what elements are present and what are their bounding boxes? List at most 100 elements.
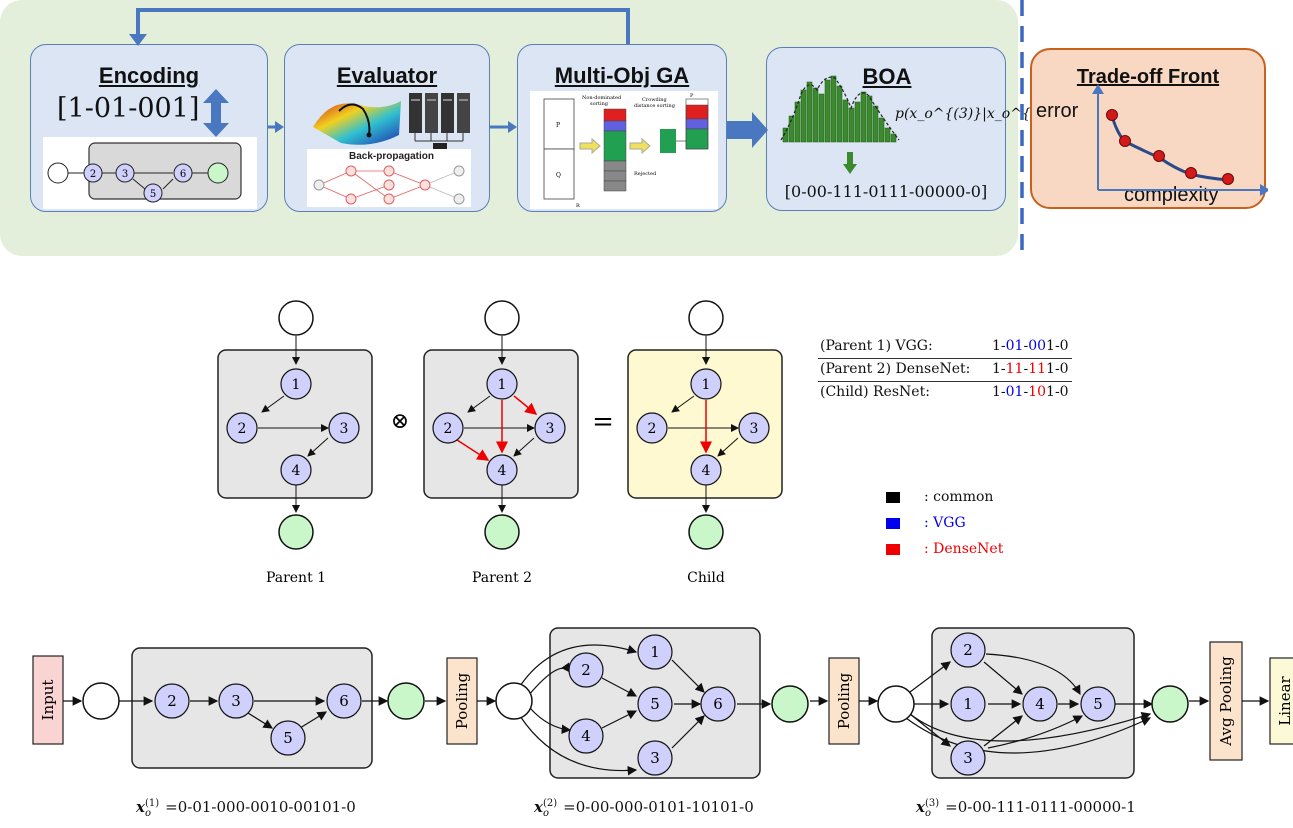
svg-text:1: 1 — [702, 377, 711, 393]
encoding-box: Encoding [1-01-001] 2 3 5 6 — [30, 44, 268, 212]
svg-text:3: 3 — [231, 692, 241, 710]
svg-text:6: 6 — [180, 169, 186, 180]
svg-text:1: 1 — [963, 695, 973, 713]
loss-surface-image — [313, 101, 401, 145]
encoding-mini-graph: 2 3 5 6 — [43, 137, 257, 209]
tradeoff-point — [1153, 150, 1165, 162]
pooling-block-1 — [446, 657, 478, 745]
svg-text:4: 4 — [292, 463, 301, 479]
svg-text:3: 3 — [963, 749, 973, 767]
tradeoff-point — [1119, 135, 1131, 147]
code-label-3: xo(3)=0-00-111-0111-00000-1 — [916, 798, 1136, 819]
legend-label: : common — [924, 489, 994, 505]
input-block — [32, 655, 64, 745]
svg-text:5: 5 — [283, 729, 293, 747]
boa-box: BOA p(x_o^{(3)}|x_o^{(2)}) [0-00-111-011… — [766, 47, 1065, 211]
backprop-label: Back-propagation — [349, 151, 435, 162]
backprop-figure: Back-propagation — [307, 149, 471, 207]
server-rack-icon — [409, 93, 470, 150]
legend-swatch — [886, 492, 900, 503]
equals-symbol: = — [592, 407, 614, 437]
ga-box: Multi-Obj GA P Q R Non-dominated sorting… — [517, 44, 727, 212]
table-label: (Parent 2) DenseNet: — [820, 361, 971, 377]
pooling-label: Pooling — [835, 672, 853, 729]
pooling-block-2 — [828, 657, 860, 745]
tradeoff-title: Trade-off Front — [1076, 66, 1220, 88]
ga-pt1-label: P — [690, 93, 694, 99]
table-row-parent1: (Parent 1) VGG: 1-01-001-0 — [818, 336, 1072, 359]
code-label-1: xo(1)=0-01-000-0010-00101-0 — [136, 798, 356, 819]
parent2-graph: 1 2 3 4 — [423, 300, 579, 550]
svg-text:5: 5 — [650, 695, 660, 713]
crossover-diagram: 1 2 3 4 1 2 3 4 1 2 3 4 ⊗ — [217, 300, 783, 586]
table-row-child: (Child) ResNet: 1-01-101-0 — [818, 382, 1072, 404]
dashed-separator — [1020, 0, 1024, 258]
avgpool-block — [1209, 641, 1243, 761]
svg-text:2: 2 — [444, 421, 453, 437]
svg-text:2: 2 — [581, 661, 591, 679]
encoding-code: [1-01-001] — [57, 93, 200, 124]
ga-crowding-label: Crowding — [642, 97, 668, 103]
svg-text:6: 6 — [713, 695, 723, 713]
input-label: Input — [39, 680, 57, 721]
legend-swatch — [886, 518, 900, 529]
boa-histogram — [780, 75, 900, 143]
svg-text:2: 2 — [648, 421, 657, 437]
ga-title: Multi-Obj GA — [554, 63, 690, 88]
table-label: (Child) ResNet: — [820, 384, 930, 400]
tradeoff-box: Trade-off Front error complexity — [1030, 48, 1268, 209]
pooling-label: Pooling — [453, 672, 471, 729]
linear-block — [1269, 657, 1293, 745]
ga-rt-label: R — [576, 203, 580, 209]
evaluator-box: Evaluator Back-propagation — [284, 44, 490, 212]
svg-text:3: 3 — [750, 421, 759, 437]
encoding-table: (Parent 1) VGG: 1-01-001-0 (Parent 2) De… — [818, 336, 1072, 404]
svg-text:2: 2 — [238, 421, 247, 437]
svg-text:3: 3 — [340, 421, 349, 437]
nsga-diagram: P Q R Non-dominated sorting Crowding dis… — [530, 91, 718, 209]
code-label-2: xo(2)=0-00-000-0101-10101-0 — [534, 798, 754, 819]
svg-text:3: 3 — [122, 169, 128, 180]
evaluator-title: Evaluator — [336, 63, 438, 88]
tradeoff-ylabel: error — [1036, 100, 1079, 122]
svg-text:1: 1 — [498, 377, 507, 393]
boa-down-arrow-icon — [843, 152, 857, 174]
ga-pt-label: P — [556, 122, 560, 129]
svg-text:1: 1 — [650, 643, 660, 661]
svg-text:4: 4 — [498, 463, 507, 479]
stage1-edges — [119, 696, 389, 729]
network-diagram: Input Pooling Pooling Avg Pooling Linear… — [32, 627, 1293, 779]
parent1-graph: 1 2 3 4 — [217, 300, 373, 550]
table-code: 1-01-001-0 — [992, 338, 1069, 354]
svg-text:distance sorting: distance sorting — [634, 103, 676, 109]
linear-label: Linear — [1276, 675, 1293, 725]
stage3-edges — [905, 653, 1154, 754]
svg-text:5: 5 — [1093, 695, 1103, 713]
avgpool-label: Avg Pooling — [1217, 656, 1235, 747]
otimes-symbol: ⊗ — [391, 409, 409, 434]
tradeoff-point — [1222, 173, 1234, 185]
parent1-label: Parent 1 — [266, 570, 326, 586]
ga-qt-label: Q — [556, 172, 561, 179]
table-code: 1-01-101-0 — [992, 384, 1069, 400]
svg-text:2: 2 — [963, 641, 973, 659]
svg-text:6: 6 — [339, 692, 349, 710]
svg-text:1: 1 — [292, 377, 301, 393]
svg-text:2: 2 — [167, 692, 177, 710]
table-code: 1-11-111-0 — [992, 361, 1069, 377]
child-label: Child — [687, 570, 725, 586]
svg-text:4: 4 — [1035, 695, 1045, 713]
table-label: (Parent 1) VGG: — [820, 338, 933, 354]
pipeline-arrows — [129, 8, 768, 148]
svg-text:sorting: sorting — [590, 101, 609, 107]
svg-text:5: 5 — [150, 189, 156, 200]
legend-label: : VGG — [924, 515, 966, 531]
backprop-network — [313, 165, 465, 205]
stage2-edges — [519, 644, 772, 776]
svg-text:4: 4 — [702, 463, 711, 479]
tradeoff-point — [1185, 167, 1197, 179]
svg-text:4: 4 — [581, 727, 591, 745]
legend-swatch — [886, 544, 900, 555]
tradeoff-point — [1106, 109, 1118, 121]
svg-text:3: 3 — [546, 421, 555, 437]
